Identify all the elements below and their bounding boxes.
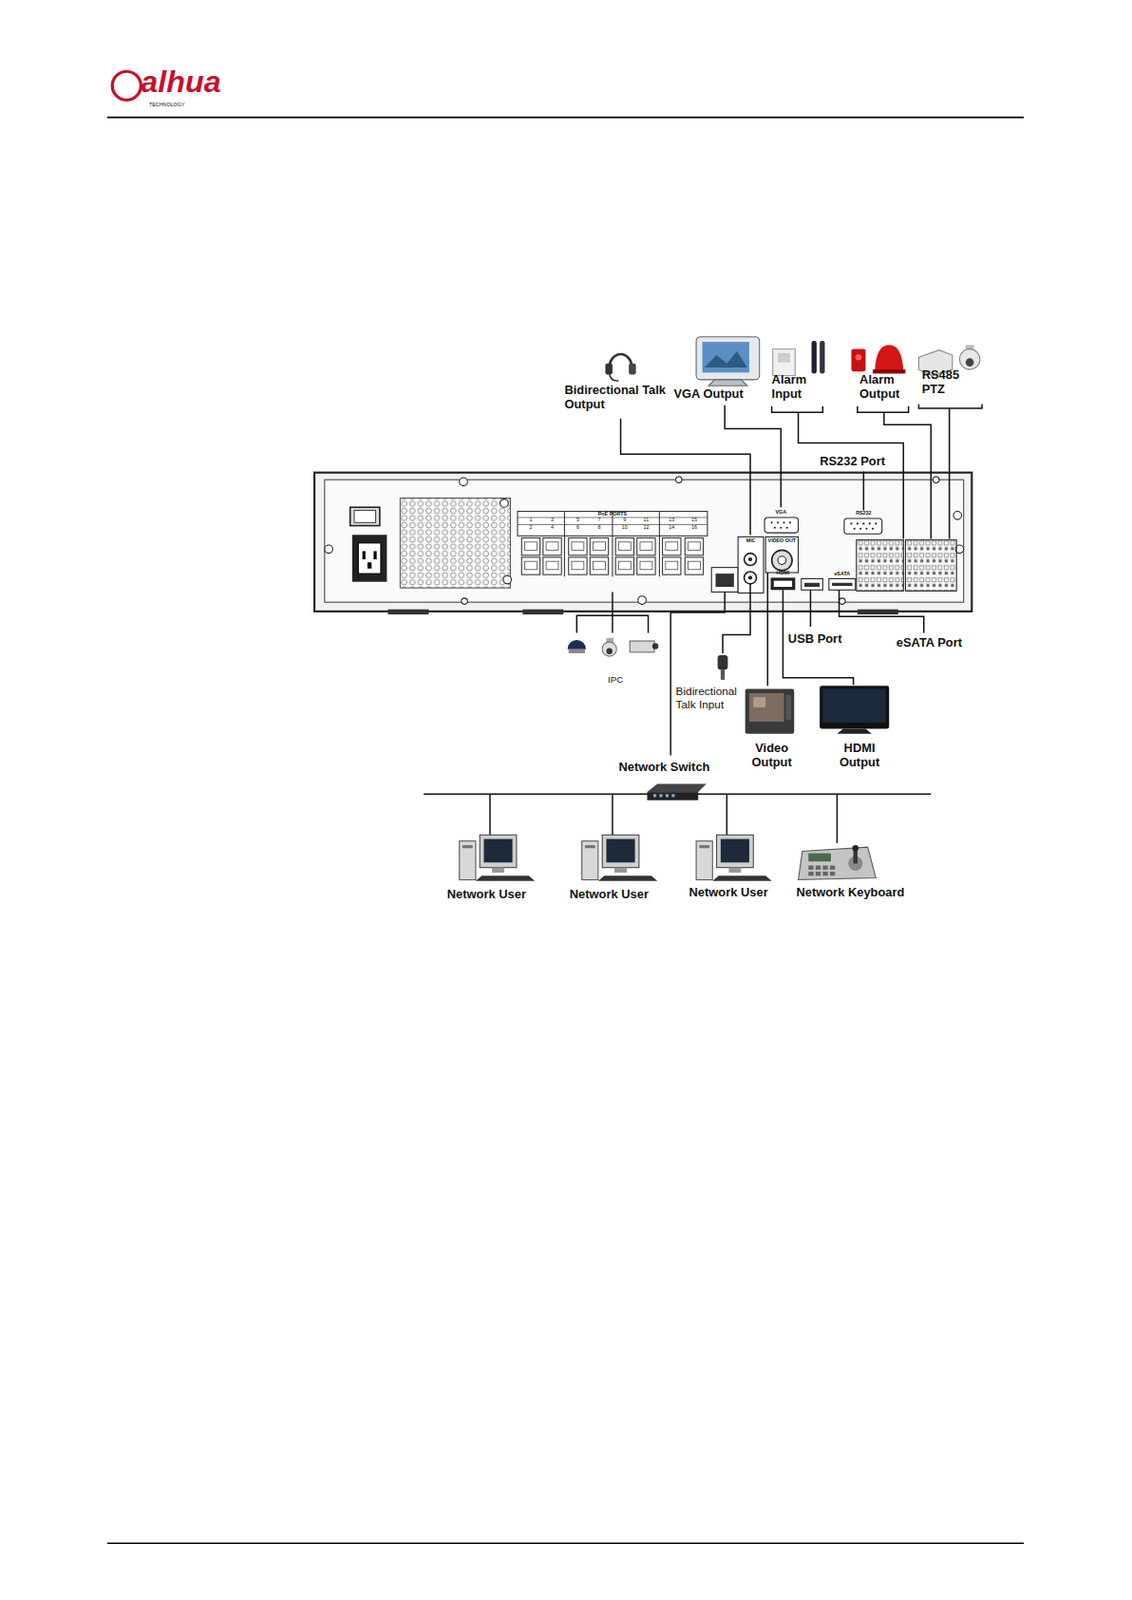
panel-label: HDMI xyxy=(767,570,798,576)
port-number: 6 xyxy=(569,524,586,529)
port-label: eSATA Port xyxy=(896,636,989,651)
brand-subtitle: TECHNOLOGY xyxy=(149,101,210,107)
device-label: Alarm Input xyxy=(772,372,824,402)
device-label: Alarm Output xyxy=(859,372,915,402)
panel-label: VGA xyxy=(765,509,796,514)
port-number: 13 xyxy=(663,517,680,523)
port-number: 9 xyxy=(616,517,633,523)
port-number: 10 xyxy=(616,524,633,529)
panel-label: RS232 xyxy=(848,509,879,515)
port-number: 2 xyxy=(522,524,539,529)
device-icons xyxy=(459,337,981,882)
device-label: Network User xyxy=(447,886,549,902)
port-number: 8 xyxy=(590,524,607,529)
panel-label: PoE PORTS xyxy=(591,511,633,517)
device-label: Network User xyxy=(689,885,792,900)
port-number: 7 xyxy=(590,517,607,523)
device-label: Video Output xyxy=(743,740,801,771)
panel-label: VIDEO OUT xyxy=(765,537,798,543)
leader-lines xyxy=(423,404,982,844)
device-label: RS485 PTZ xyxy=(922,367,976,397)
logo-mark xyxy=(112,71,141,100)
port-number: 12 xyxy=(638,524,655,529)
nvr-rear-panel xyxy=(314,472,972,615)
port-number: 16 xyxy=(685,524,702,529)
page-rules xyxy=(107,117,1024,1545)
device-label: VGA Output xyxy=(673,386,766,401)
device-label: HDMI Output xyxy=(829,740,890,771)
device-label: Network Switch xyxy=(618,759,731,774)
port-number: 5 xyxy=(569,517,586,523)
port-label: RS232 Port xyxy=(819,453,912,469)
port-label: USB Port xyxy=(788,631,870,646)
port-number: 3 xyxy=(544,517,561,523)
device-label: Bidirectional Talk Input xyxy=(676,684,760,712)
panel-label: eSATA xyxy=(827,571,858,577)
device-label: Network User xyxy=(569,886,672,902)
port-number: 14 xyxy=(663,524,680,529)
device-label: IPC xyxy=(600,675,631,687)
brand-logo: alhua xyxy=(140,63,253,101)
port-number: 11 xyxy=(638,517,655,523)
panel-label: MIC xyxy=(737,537,764,543)
port-number: 15 xyxy=(685,517,702,523)
device-label: Network Keyboard xyxy=(795,885,939,900)
port-number: 4 xyxy=(544,524,561,529)
port-number: 1 xyxy=(522,517,539,523)
